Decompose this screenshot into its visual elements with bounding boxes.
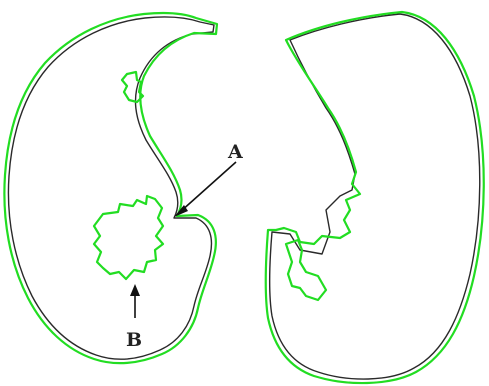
label-a: A (227, 141, 243, 163)
arrow-b-head (130, 284, 140, 296)
label-b: B (126, 329, 142, 351)
annotation-a: A (174, 141, 243, 217)
right-lung (266, 12, 484, 383)
right-lung-reference-contour (270, 14, 480, 379)
left-lung-segmentation-contour (4, 13, 217, 363)
annotation-b: B (126, 284, 142, 351)
arrow-a (180, 162, 236, 212)
region-b-contour (94, 196, 163, 279)
right-lung-small-region (286, 240, 326, 300)
left-lung (4, 13, 217, 363)
